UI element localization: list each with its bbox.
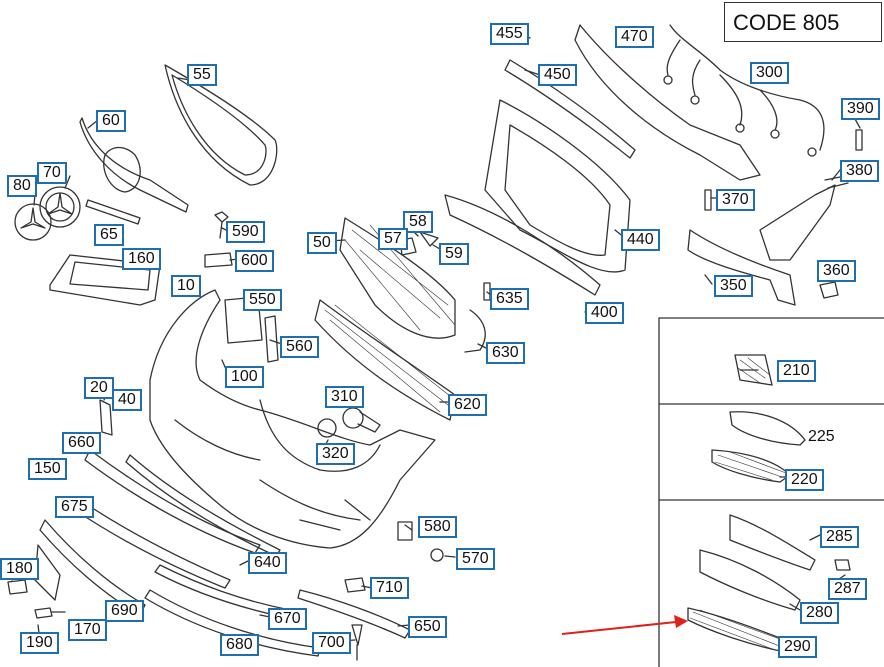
callout-370: 370: [716, 189, 755, 211]
pointer-arrow: [561, 615, 688, 635]
part-300: [666, 24, 825, 151]
callout-560: 560: [280, 336, 319, 358]
part-400: [444, 194, 601, 296]
callout-440: 440: [621, 229, 660, 251]
callout-675: 675: [55, 496, 94, 518]
part-65: [85, 199, 141, 225]
code-805-box: CODE 805: [724, 2, 882, 42]
callout-635: 635: [490, 288, 529, 310]
callout-550: 550: [243, 289, 282, 311]
part-220: [711, 449, 791, 483]
callout-580: 580: [418, 516, 457, 538]
part-285: [729, 514, 816, 571]
part-440: [484, 99, 631, 273]
callout-280: 280: [800, 602, 839, 624]
callout-310: 310: [325, 386, 364, 408]
callout-600: 600: [235, 250, 274, 272]
part-320: [317, 418, 337, 438]
callout-400: 400: [585, 302, 624, 324]
callout-20: 20: [84, 377, 114, 399]
part-55: [164, 64, 278, 186]
part-470: [574, 24, 761, 181]
callout-170: 170: [68, 619, 107, 641]
part-60: [79, 117, 189, 213]
part-630: [464, 309, 486, 353]
callout-590: 590: [226, 221, 265, 243]
callout-59: 59: [439, 243, 469, 265]
part-380-side: [759, 184, 836, 261]
callout-50: 50: [307, 232, 337, 254]
part-210: [734, 354, 773, 386]
part-660: [84, 449, 261, 554]
part-310: [342, 407, 364, 429]
part-680: [144, 589, 321, 657]
callout-350: 350: [714, 275, 753, 297]
callout-670: 670: [268, 608, 307, 630]
part-80: [14, 203, 52, 241]
callout-455: 455: [490, 23, 529, 45]
callout-380: 380: [840, 160, 879, 182]
callout-570: 570: [456, 548, 495, 570]
part-bumper-cover: [149, 289, 436, 549]
callout-70: 70: [37, 162, 67, 184]
callout-300: 300: [750, 62, 789, 84]
part-560: [264, 315, 279, 363]
callout-640: 640: [248, 552, 287, 574]
callout-285: 285: [820, 526, 859, 548]
part-225: [729, 411, 806, 446]
part-350: [687, 229, 796, 306]
callout-10: 10: [171, 275, 201, 297]
callout-620: 620: [448, 394, 487, 416]
part-675: [74, 499, 231, 589]
callout-470: 470: [615, 26, 654, 48]
callout-80: 80: [7, 175, 37, 197]
callout-57: 57: [378, 228, 408, 250]
callout-58: 58: [403, 211, 433, 233]
part-280: [699, 549, 801, 611]
callout-360: 360: [817, 260, 856, 282]
part-180: [34, 544, 61, 601]
part-620: [314, 299, 456, 421]
callout-650: 650: [408, 616, 447, 638]
part-70: [39, 186, 81, 228]
inset-frame: [658, 317, 884, 667]
part-160: [49, 254, 161, 306]
callout-700: 700: [312, 632, 351, 654]
callout-220: 220: [785, 469, 824, 491]
callout-190: 190: [20, 632, 59, 654]
callout-55: 55: [187, 64, 217, 86]
callout-225: 225: [808, 428, 835, 445]
callout-290: 290: [778, 636, 817, 658]
callout-160: 160: [122, 248, 161, 270]
callout-65: 65: [94, 224, 124, 246]
callout-630: 630: [486, 342, 525, 364]
callout-710: 710: [370, 577, 409, 599]
callout-210: 210: [777, 360, 816, 382]
callout-100: 100: [225, 366, 264, 388]
callout-690: 690: [105, 600, 144, 622]
callout-40: 40: [112, 389, 142, 411]
callout-287: 287: [828, 578, 867, 600]
part-650: [297, 589, 411, 639]
callout-450: 450: [538, 64, 577, 86]
callout-150: 150: [28, 458, 67, 480]
callout-60: 60: [96, 110, 126, 132]
code-805-text: CODE 805: [733, 10, 840, 35]
callout-320: 320: [316, 443, 355, 465]
callout-180: 180: [0, 558, 39, 580]
part-600: [204, 252, 233, 268]
part-450: [504, 59, 636, 159]
part-20: [99, 399, 113, 436]
callout-660: 660: [62, 432, 101, 454]
callout-680: 680: [220, 634, 259, 656]
callout-390: 390: [841, 98, 880, 120]
